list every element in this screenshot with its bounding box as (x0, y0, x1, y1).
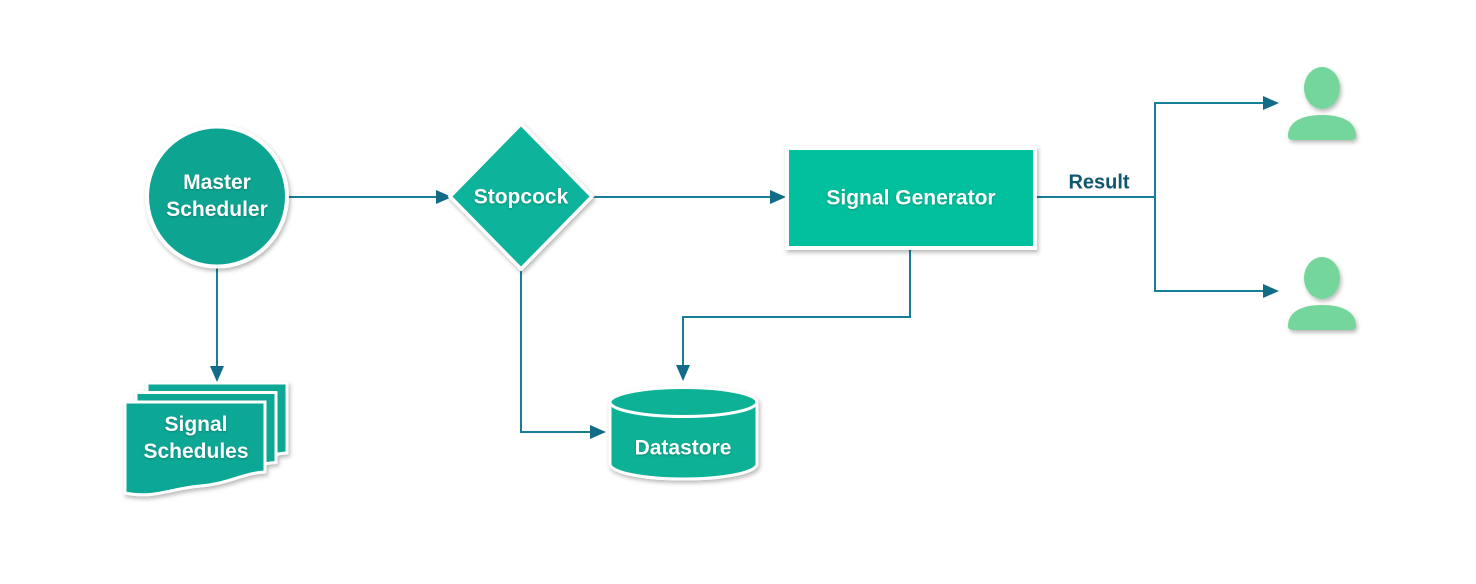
edge-signal-generator-to-recipients (1035, 102, 1265, 292)
edge-lines (216, 102, 1265, 433)
arrowhead-into-recipient-top (1263, 96, 1279, 110)
edge-signal-generator-to-datastore (682, 248, 911, 368)
cylinder-top (608, 386, 759, 418)
node-master-scheduler (145, 124, 289, 269)
document-front (123, 400, 267, 497)
person-icon-bottom (1288, 257, 1356, 330)
arrowhead-into-stopcock (436, 190, 452, 204)
node-signal-generator (785, 146, 1037, 250)
node-datastore (608, 386, 759, 481)
node-signal-schedules (123, 381, 289, 497)
arrowhead-into-datastore-left (590, 425, 606, 439)
edge-stopcock-to-datastore (520, 268, 592, 433)
arrowhead-into-signal-generator (770, 190, 786, 204)
cylinder-body (608, 402, 759, 481)
arrowhead-into-datastore-top (676, 365, 690, 381)
edge-arrowheads (210, 96, 1279, 439)
person-icon-top (1288, 67, 1356, 140)
node-stopcock (447, 121, 595, 272)
arrowhead-into-recipient-bottom (1263, 284, 1279, 298)
recipient-icons (1288, 67, 1356, 330)
arrowhead-into-signal-schedules (210, 366, 224, 382)
